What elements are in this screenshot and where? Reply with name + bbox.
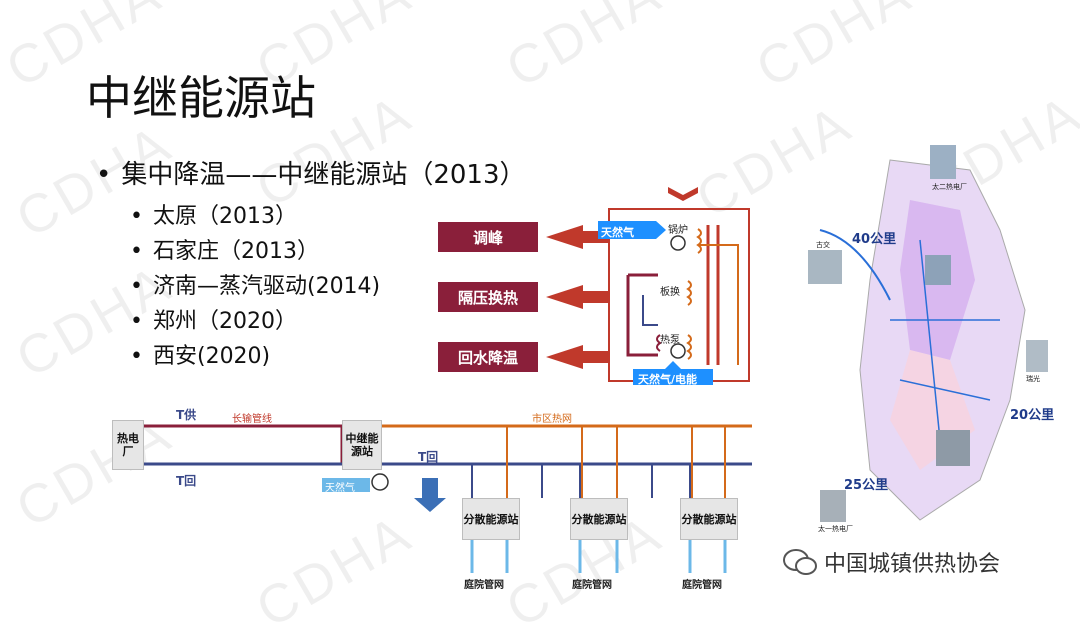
map-small-label: 太一热电厂 [818,525,853,533]
map-label-20km: 20公里 [1010,408,1055,423]
page-title: 中继能源站 [86,71,316,125]
map-label-40km: 40公里 [852,232,897,247]
wechat-footer: 中国城镇供热协会 [782,546,1000,578]
city-network-label: 市区热网 [532,414,572,425]
city-map: 40公里 20公里 25公里 太二热电厂 古交 瑞光 太一热电厂 [800,140,1054,535]
relay-station-node: 中继能源站 [342,420,382,470]
tag-return-cooling: 回水降温 [438,342,538,372]
t-return-2-label: T回 [418,450,439,464]
watermark: CDHA [496,0,673,100]
tag-peak-shaving: 调峰 [438,222,538,252]
relay-station-diagram: 调峰 隔压换热 回水降温 天然气 锅炉 板换 热泵 天然气/电能 [438,185,753,386]
map-small-label: 太二热电厂 [932,183,967,191]
relay-station-schematic [546,187,750,385]
map-graphic [808,145,1048,522]
bullet-main: 集中降温——中继能源站（2013） [96,158,525,192]
plate-exchanger-label: 板换 [660,287,680,298]
network-gas-label: 天然气 [325,483,355,494]
map-small-label: 瑞光 [1026,375,1040,383]
sub-item: 太原（2013） [130,198,297,230]
map-small-label: 古交 [816,241,830,249]
sub-item: 济南—蒸汽驱动(2014) [130,268,380,300]
courtyard-network-label: 庭院管网 [682,580,722,591]
wechat-icon [783,549,817,575]
network-schematic [140,424,752,573]
heating-network-diagram: 热电厂 中继能源站 分散能源站 分散能源站 分散能源站 T供 T回 长输管线 T… [112,398,762,598]
dispersed-station-node: 分散能源站 [680,498,738,540]
long-pipe-label: 长输管线 [232,414,272,425]
courtyard-network-label: 庭院管网 [572,580,612,591]
courtyard-network-label: 庭院管网 [464,580,504,591]
dispersed-station-node: 分散能源站 [570,498,628,540]
boiler-label: 锅炉 [668,225,688,236]
sub-item: 石家庄（2013） [130,233,319,265]
plant-node: 热电厂 [112,420,144,470]
tag-pressure-isolation: 隔压换热 [438,282,538,312]
map-label-25km: 25公里 [844,478,889,493]
dispersed-station-node: 分散能源站 [462,498,520,540]
gas-label: 天然气 [601,226,634,239]
wechat-account-name: 中国城镇供热协会 [824,552,1001,577]
sub-item: 郑州（2020） [130,303,297,335]
sub-item: 西安(2020) [130,338,270,370]
t-supply-label: T供 [176,408,197,422]
t-return-label: T回 [176,474,197,488]
gas-electric-label: 天然气/电能 [638,373,698,386]
heat-pump-label: 热泵 [660,335,680,346]
watermark: CDHA [746,0,923,100]
